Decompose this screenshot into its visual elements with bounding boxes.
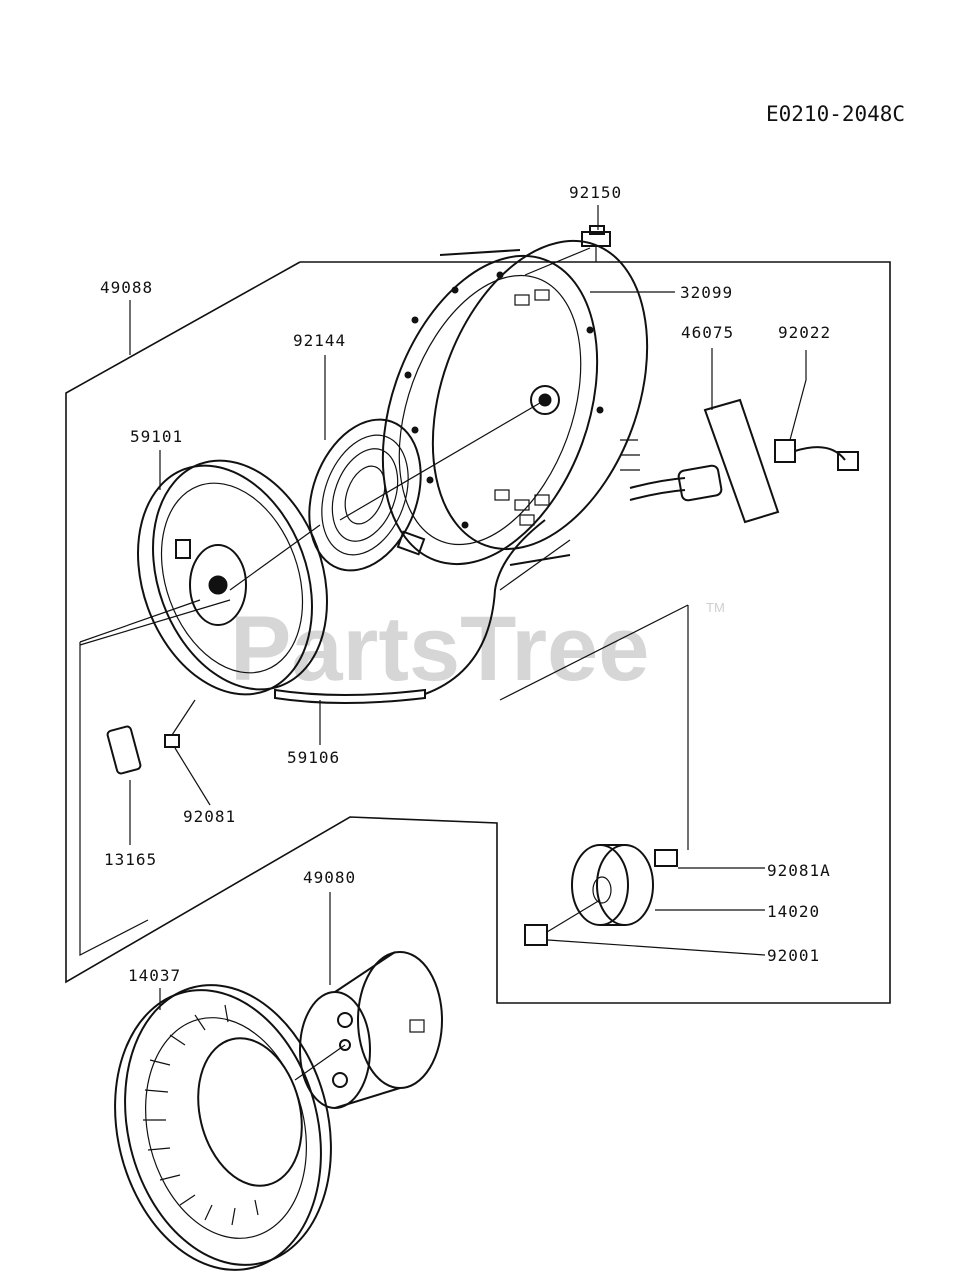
pulley-49080-part[interactable]	[299, 951, 443, 1109]
reel-59101-part[interactable]	[108, 436, 358, 719]
assembly-outline	[65, 261, 891, 1004]
spring-92081-part[interactable]	[164, 699, 196, 748]
leader-upper-axis	[499, 604, 689, 701]
label-13165: 13165	[104, 850, 157, 869]
pawl-13165-part[interactable]	[106, 725, 142, 775]
label-14037: 14037	[128, 966, 181, 985]
label-92144: 92144	[293, 331, 346, 350]
leader-92081	[174, 747, 211, 806]
label-14020: 14020	[767, 902, 820, 921]
bolt-92001-part[interactable]	[524, 899, 601, 946]
leader-92001	[547, 939, 766, 956]
label-92081: 92081	[183, 807, 236, 826]
leader-axis-2	[79, 599, 231, 646]
spring-92081A-part[interactable]	[654, 849, 678, 867]
watermark: PartsTree	[230, 598, 649, 700]
label-46075: 46075	[681, 323, 734, 342]
label-49080: 49080	[303, 868, 356, 887]
watermark-tm: TM	[706, 600, 725, 615]
label-92001: 92001	[767, 946, 820, 965]
label-59101: 59101	[130, 427, 183, 446]
label-49088: 49088	[100, 278, 153, 297]
rope-guide	[499, 539, 571, 591]
leader-axis-3	[229, 524, 321, 591]
ratchet-14020-part[interactable]	[571, 844, 654, 926]
bolt-92150-part[interactable]	[581, 225, 611, 262]
leader-axis-1	[339, 399, 546, 521]
label-92081A: 92081A	[767, 861, 831, 880]
rope-59106-curve	[424, 519, 546, 695]
inner-bracket	[79, 642, 149, 956]
label-92150: 92150	[569, 183, 622, 202]
label-59106: 59106	[287, 748, 340, 767]
rope-59106-part[interactable]	[274, 688, 426, 704]
recoil-housing-part[interactable]	[343, 211, 687, 594]
diagram-code: E0210-2048C	[766, 102, 905, 126]
cup-14037-part[interactable]	[87, 963, 360, 1280]
leader-axis-4	[294, 1044, 346, 1081]
spring-92144-part[interactable]	[289, 404, 440, 586]
inner-bracket-top	[79, 599, 201, 643]
leader-92022	[789, 350, 807, 441]
label-92022: 92022	[778, 323, 831, 342]
leader-92150b	[524, 247, 591, 276]
label-32099: 32099	[680, 283, 733, 302]
knot-92022-part[interactable]	[774, 439, 859, 471]
handle-46075-part[interactable]	[629, 398, 780, 524]
